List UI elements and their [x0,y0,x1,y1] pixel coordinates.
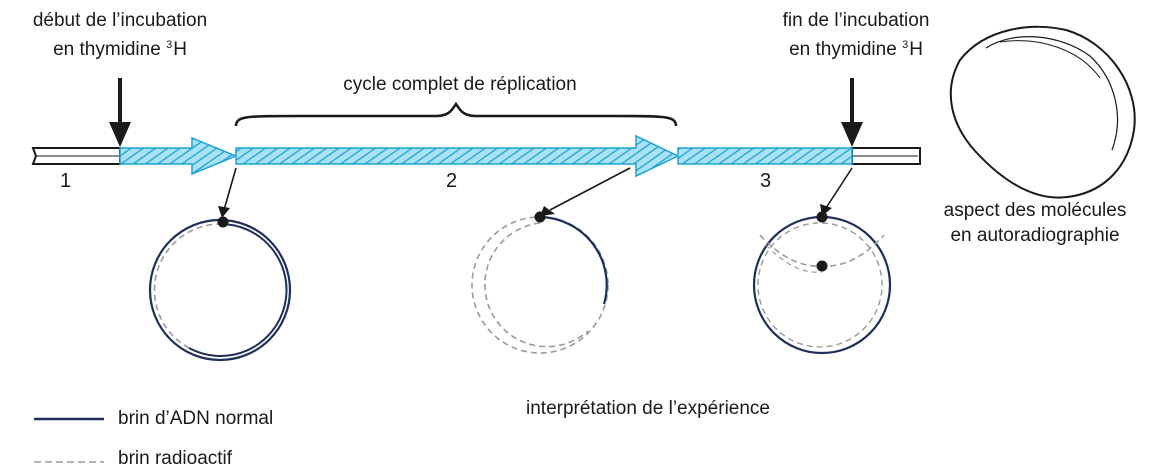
interpretation-label: interprétation de l’expérience [526,398,770,419]
radioactive-bar-3 [677,147,853,165]
radioactive-arrow-1 [119,136,238,176]
molecule-1 [148,216,292,362]
cycle-label: cycle complet de réplication [343,74,577,95]
autoradiography-blob [949,25,1136,199]
autoradiography-label: aspect des molécules en autoradiographie [922,198,1148,248]
dna-duplex-left [31,147,121,165]
radioactive-arrow-2 [235,134,680,178]
legend-normal-label: brin d’ADN normal [118,408,274,429]
start-incubation-line1: début de l’incubation [32,10,208,31]
end-incubation-label: fin de l’incubation en thymidine 3H [756,8,956,62]
pointer-2 [540,167,631,216]
end-incubation-arrow [841,78,863,147]
molecule-3 [752,211,892,355]
end-incubation-line2: en thymidine 3H [789,39,923,60]
start-incubation-line2: en thymidine 3H [53,39,187,60]
autoradiography-line2: en autoradiographie [950,225,1120,246]
legend-radioactive-label: brin radioactif [118,448,233,469]
cycle-brace [234,101,678,127]
pointer-1 [218,167,237,218]
end-incubation-line1: fin de l’incubation [782,10,930,31]
start-incubation-arrow [109,78,131,147]
autoradiography-line1: aspect des molécules [943,200,1127,221]
start-incubation-label: début de l’incubation en thymidine 3H [0,8,240,62]
step-3-label: 3 [760,170,772,192]
dna-duplex-right [851,147,921,165]
pointer-3 [820,167,853,216]
step-2-label: 2 [446,170,458,192]
step-1-label: 1 [60,170,72,192]
molecule-2 [471,211,609,354]
